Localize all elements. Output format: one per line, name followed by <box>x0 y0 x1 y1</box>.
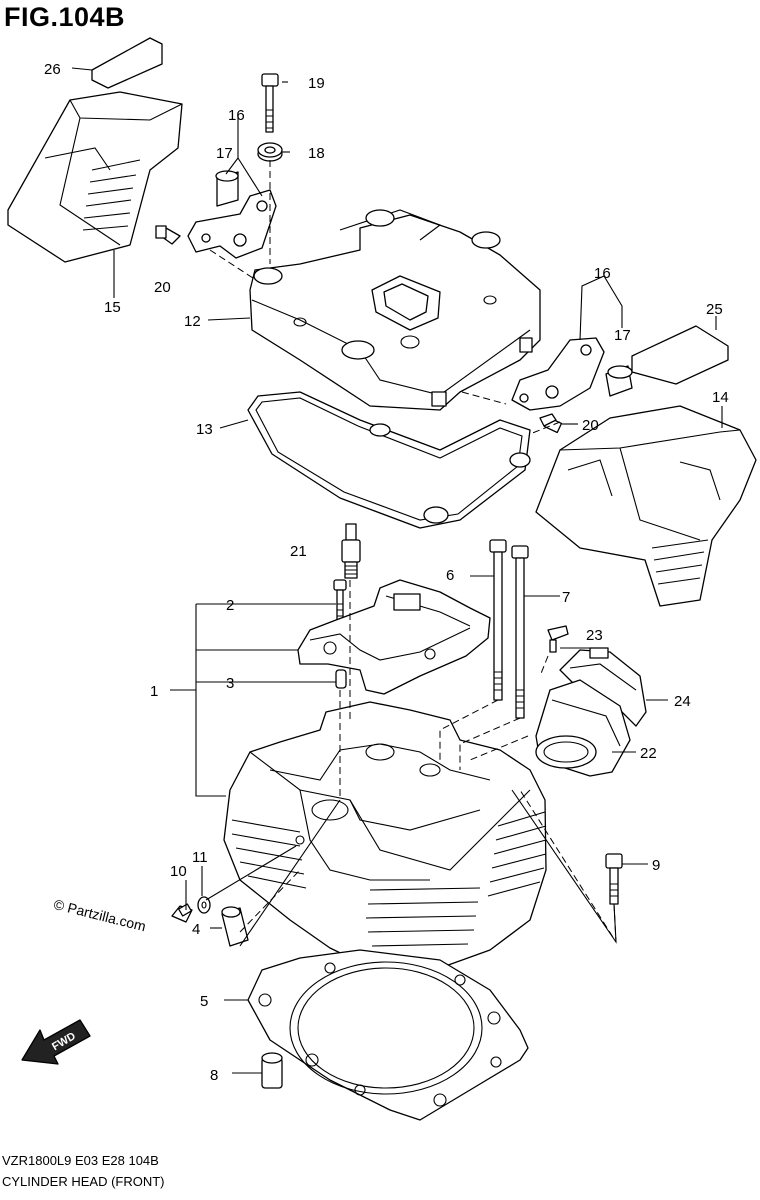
part-15-head-cover-left <box>7 91 183 263</box>
fwd-arrow-icon: FWD <box>21 1019 91 1065</box>
callout-1: 1 <box>150 683 158 700</box>
callout-24: 24 <box>674 693 691 710</box>
callout-12: 12 <box>184 313 201 330</box>
part-7-stud-bolt <box>511 545 529 719</box>
callout-labels: 26 19 16 17 18 20 15 12 16 25 17 14 13 2… <box>44 61 729 1084</box>
callout-15: 15 <box>104 299 121 316</box>
figure-title: FIG.104B <box>4 2 126 32</box>
callout-7: 7 <box>562 589 570 606</box>
callout-2: 2 <box>226 597 234 614</box>
callout-20-upper: 20 <box>154 279 171 296</box>
callout-25: 25 <box>706 301 723 318</box>
part-17-rubber-upper <box>215 170 239 207</box>
callout-17-upper: 17 <box>216 145 233 162</box>
callout-3: 3 <box>226 675 234 692</box>
diagram-caption: CYLINDER HEAD (FRONT) <box>2 1174 165 1189</box>
callout-22: 22 <box>640 745 657 762</box>
callout-14: 14 <box>712 389 729 406</box>
callout-5: 5 <box>200 993 208 1010</box>
callout-16-right: 16 <box>594 265 611 282</box>
part-23-screw <box>547 625 569 653</box>
part-19-bolt <box>261 73 279 133</box>
part-9-bolt <box>605 853 623 905</box>
part-22-intake-pipe <box>535 679 631 777</box>
callout-26: 26 <box>44 61 61 78</box>
callout-8: 8 <box>210 1067 218 1084</box>
part-25-seal-sheet <box>631 325 729 385</box>
part-24-clamp <box>559 647 647 727</box>
callout-23: 23 <box>586 627 603 644</box>
callout-21: 21 <box>290 543 307 560</box>
part-6-stud-bolt <box>489 539 507 701</box>
callout-16-upper: 16 <box>228 107 245 124</box>
callout-19: 19 <box>308 75 325 92</box>
part-13-cover-gasket <box>247 391 531 529</box>
callout-6: 6 <box>446 567 454 584</box>
part-5-head-gasket <box>247 949 529 1121</box>
camshaft-holder <box>297 579 491 695</box>
callout-13: 13 <box>196 421 213 438</box>
callout-11: 11 <box>192 849 208 866</box>
part-4-oil-pipe <box>221 906 249 947</box>
callout-17-right: 17 <box>614 327 631 344</box>
part-20-bolt-upper <box>155 225 181 245</box>
part-8-dowel-pin <box>261 1052 283 1089</box>
callout-9: 9 <box>652 857 660 874</box>
model-code: VZR1800L9 E03 E28 104B <box>2 1153 159 1168</box>
part-14-head-cover-right <box>535 405 757 607</box>
part-21-spark-plug <box>341 523 361 579</box>
callout-18: 18 <box>308 145 325 162</box>
part-10-bolt <box>171 903 193 923</box>
callout-20-right: 20 <box>582 417 599 434</box>
part-3-dowel-pin <box>335 669 347 689</box>
part-1-cylinder-head <box>223 701 547 973</box>
leader-lines <box>71 67 723 1074</box>
part-17-rubber-right <box>605 365 633 397</box>
dashed-guides <box>205 160 617 947</box>
callout-4: 4 <box>192 921 200 938</box>
part-12-cylinder-head-cover <box>249 209 541 411</box>
part-16-bracket-upper <box>187 189 277 259</box>
callout-10: 10 <box>170 863 187 880</box>
part-11-washer <box>197 896 211 914</box>
part-16-bracket-right <box>511 337 605 411</box>
part-20-bolt-right <box>539 413 563 434</box>
part-26-seal-sheet <box>91 37 163 89</box>
part-18-grommet <box>257 142 283 162</box>
